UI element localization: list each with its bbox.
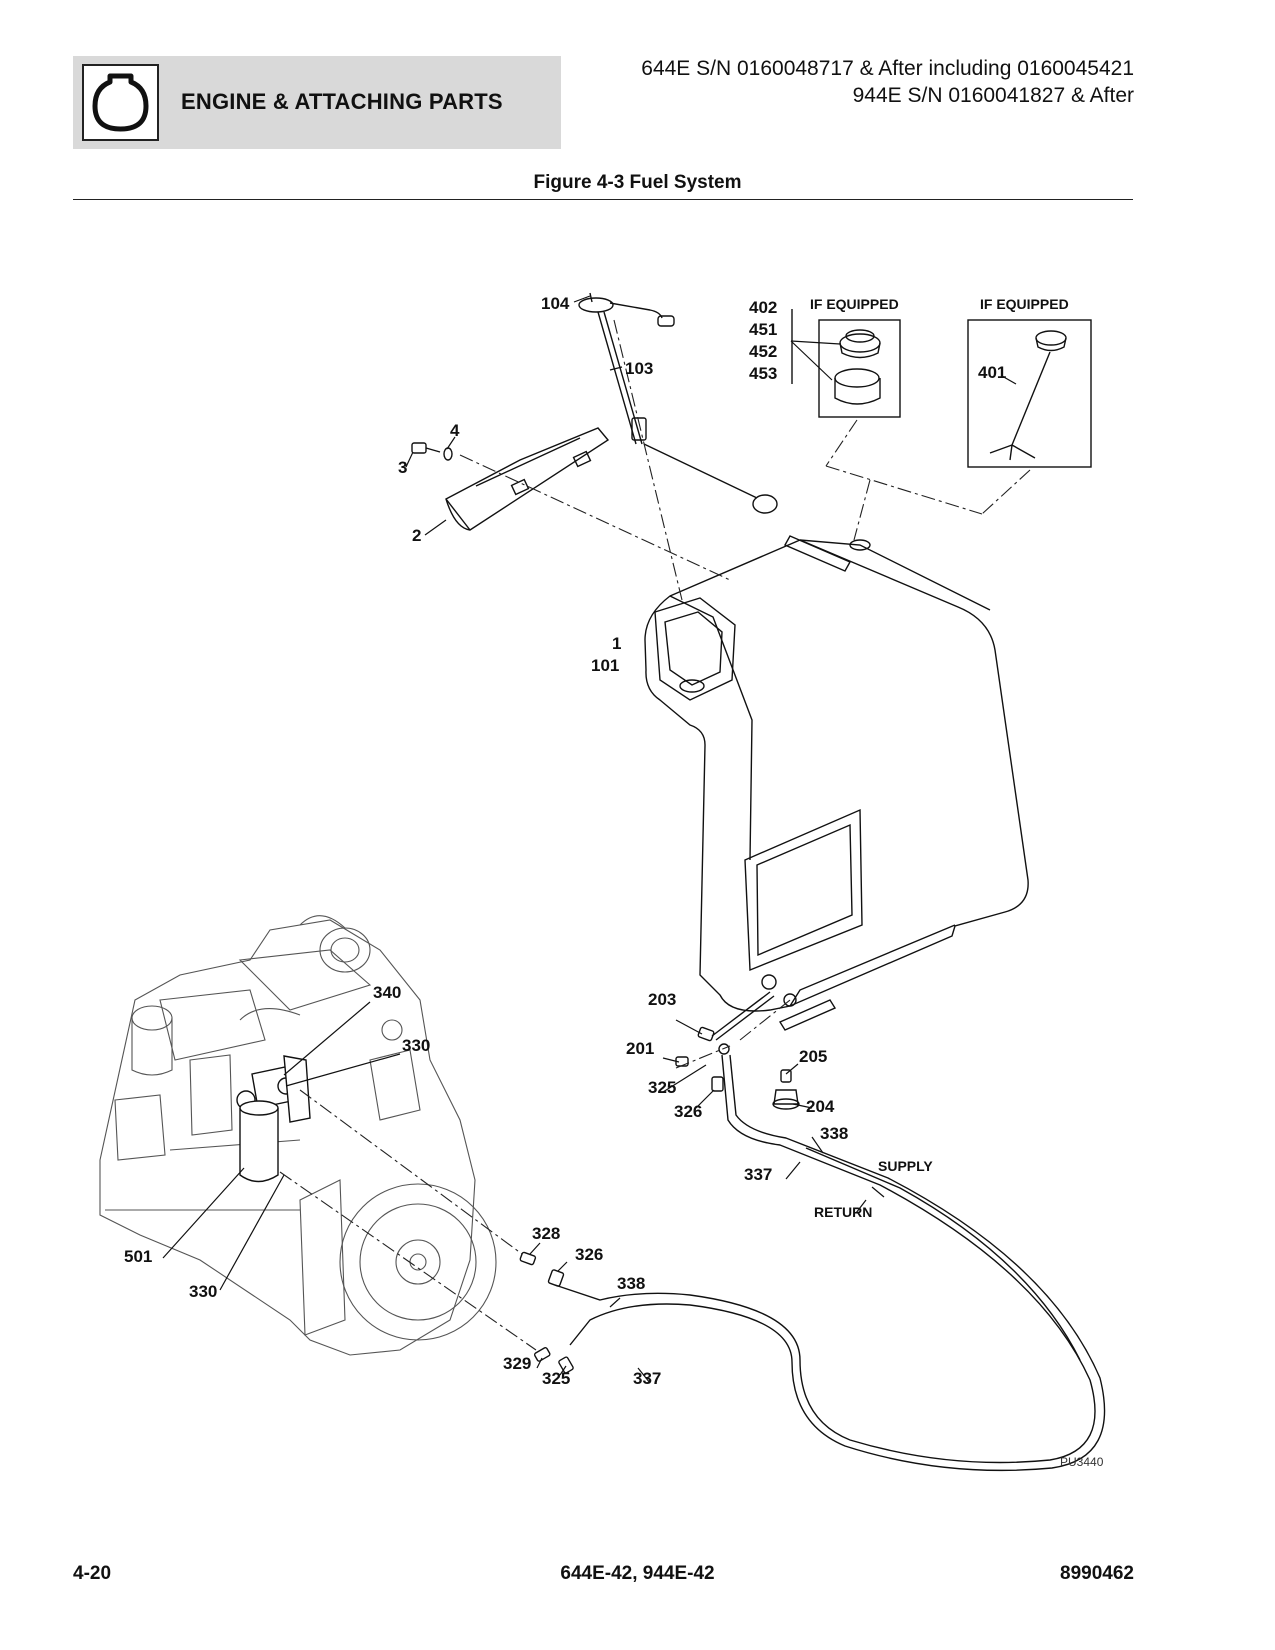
callout-453: 453: [749, 364, 777, 383]
bolt-and-washer: [411, 442, 453, 461]
assembly-lines: [279, 319, 1031, 1351]
callout-201: 201: [626, 1039, 654, 1058]
callout-101: 101: [591, 656, 619, 675]
figure-reference-code: PU3440: [1060, 1455, 1104, 1469]
fuel-tank: [644, 535, 1029, 1031]
callout-4: 4: [450, 421, 460, 440]
callout-329: 329: [503, 1354, 531, 1373]
callout-338-lower: 338: [617, 1274, 645, 1293]
section-title: ENGINE & ATTACHING PARTS: [181, 89, 503, 114]
fuel-filter: [236, 1055, 311, 1183]
callout-402: 402: [749, 298, 777, 317]
engine-icon: [82, 64, 159, 141]
serial-line-1: 644E S/N 0160048717 & After including 01…: [641, 57, 1134, 80]
callout-326-lower: 326: [575, 1245, 603, 1264]
return-label: RETURN: [814, 1204, 872, 1220]
callout-325-upper: 325: [648, 1078, 676, 1097]
callout-337-lower: 337: [633, 1369, 661, 1388]
if-equipped-label-2: IF EQUIPPED: [980, 296, 1069, 312]
callout-3: 3: [398, 458, 407, 477]
callout-338-upper: 338: [820, 1124, 848, 1143]
callout-1: 1: [612, 634, 621, 653]
callout-104: 104: [541, 294, 570, 313]
callout-325-lower: 325: [542, 1369, 570, 1388]
section-header: ENGINE & ATTACHING PARTS: [73, 56, 561, 149]
callout-203: 203: [648, 990, 676, 1009]
callout-501: 501: [124, 1247, 152, 1266]
engine-illustration: [99, 915, 497, 1356]
serial-line-2: 944E S/N 0160041827 & After: [852, 84, 1134, 107]
fuel-sender: [578, 292, 778, 514]
document-number: 8990462: [1060, 1563, 1134, 1584]
callout-2: 2: [412, 526, 421, 545]
header-rule: [73, 199, 1133, 200]
model-numbers: 644E-42, 944E-42: [560, 1563, 715, 1584]
figure-title: Figure 4-3 Fuel System: [533, 172, 742, 193]
filler-cap-strainer: [967, 319, 1092, 468]
filler-cap-kit: [791, 309, 901, 418]
callout-328: 328: [532, 1224, 560, 1243]
supply-label: SUPPLY: [878, 1158, 933, 1174]
callout-401: 401: [978, 363, 1006, 382]
fuel-hoses: [554, 1054, 1106, 1472]
leader-lines: [162, 295, 1017, 1384]
callout-451: 451: [749, 320, 777, 339]
page-number: 4-20: [73, 1563, 112, 1584]
callout-205: 205: [799, 1047, 827, 1066]
callout-204: 204: [806, 1097, 835, 1116]
engine-fittings: [519, 1251, 574, 1374]
callout-452: 452: [749, 342, 777, 361]
cover-plate: [445, 427, 610, 531]
callout-103: 103: [625, 359, 653, 378]
tank-fittings: [675, 991, 800, 1110]
callout-337-upper: 337: [744, 1165, 772, 1184]
callout-326-upper: 326: [674, 1102, 702, 1121]
if-equipped-label-1: IF EQUIPPED: [810, 296, 899, 312]
callout-330-lower: 330: [189, 1282, 217, 1301]
callout-330-upper: 330: [402, 1036, 430, 1055]
callout-340: 340: [373, 983, 401, 1002]
